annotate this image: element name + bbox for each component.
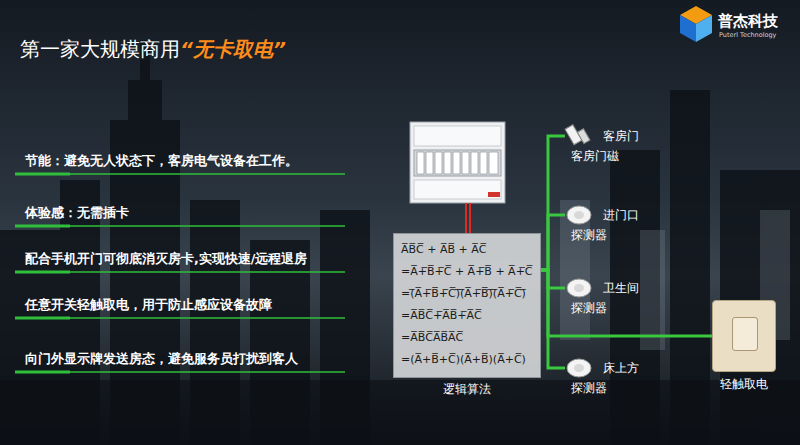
- distribution-box-part-part: [444, 152, 451, 174]
- switch-button: [732, 317, 758, 351]
- detector-icon: [567, 206, 591, 224]
- formula-line: =A̅+̅B̅+̅C̅ + A̅+̅B̅ + A̅+̅C̅: [401, 261, 533, 283]
- distribution-box-part-part: [426, 152, 433, 174]
- distribution-box-part: [414, 126, 501, 146]
- sensor-node: 进门口探测器: [565, 205, 639, 245]
- distribution-box-part-part: [417, 152, 424, 174]
- far-buildings: [560, 200, 790, 350]
- logo-cube-part: [696, 15, 712, 42]
- feature-underlines-part: [15, 271, 345, 273]
- box-caption: 逻辑算法: [394, 381, 540, 397]
- feature-underlines-part: [15, 225, 345, 227]
- sensor-location: 卫生间: [603, 278, 639, 298]
- door-magnet-icon: [565, 125, 590, 145]
- distribution-box-part-part: [453, 152, 460, 174]
- logo-cube-part: [680, 15, 696, 42]
- slide-title: 第一家大规模商用: [20, 36, 180, 62]
- logo-cube: [680, 6, 712, 42]
- feature-underlines-part: [15, 271, 70, 274]
- skyline: [0, 40, 800, 445]
- feature-underlines-part: [15, 317, 345, 319]
- formula-line: A̅B̅C̅ + A̅B̅ + A̅C̅: [401, 239, 486, 261]
- feature-underlines-part: [15, 371, 345, 373]
- green-connector: [541, 136, 565, 270]
- distribution-box-part: [417, 152, 498, 174]
- sensor-node: 客房门客房门磁: [565, 126, 639, 166]
- feature-underlines-part: [15, 173, 345, 175]
- logic-box: A̅B̅C̅ + A̅B̅ + A̅C̅=A̅+̅B̅+̅C̅ + A̅+̅B̅…: [393, 233, 541, 378]
- detector-icon-part: [574, 284, 584, 292]
- sensor-type: 客房门磁: [571, 146, 639, 166]
- green-connector: [541, 215, 565, 270]
- sensor-node: 卫生间探测器: [565, 278, 639, 318]
- distribution-box-part: [410, 122, 505, 203]
- sensor-type: 探测器: [571, 298, 639, 318]
- detector-icon: [567, 279, 591, 297]
- switch-label: 轻触取电: [720, 376, 768, 392]
- distribution-box-part-part: [480, 152, 487, 174]
- detector-icon-part: [567, 206, 591, 224]
- green-connector: [541, 270, 712, 336]
- formula-line: =A̅B̅C̅A̅B̅A̅C̅: [401, 327, 463, 349]
- feature-text: 向门外显示牌发送房态，避免服务员打扰到客人: [25, 351, 298, 367]
- far-buildings-part: [640, 230, 665, 350]
- sensor-type: 探测器: [571, 225, 639, 245]
- feature-text: 任意开关轻触取电，用于防止感应设备故障: [25, 297, 272, 313]
- sensor-type: 探测器: [571, 378, 639, 398]
- feature-text: 节能：避免无人状态下，客房电气设备在工作。: [25, 153, 298, 169]
- formula-line: =(̅A̅+̅B̅+̅C̅)̅(̅A̅+̅B̅)̅(̅A̅+̅C̅)̅: [401, 283, 526, 305]
- distribution-box-part: [414, 150, 501, 176]
- feature-underlines-part: [15, 317, 70, 320]
- ground-shade: [0, 380, 800, 445]
- detector-icon-part: [567, 359, 591, 377]
- distribution-box-part-part: [489, 152, 498, 174]
- green-connector: [541, 270, 565, 368]
- red-wire-part: [469, 203, 471, 233]
- distribution-box-part-part: [462, 152, 469, 174]
- sensor-location: 床上方: [603, 358, 639, 378]
- feature-underlines-part: [15, 225, 70, 228]
- touch-switch: 轻触取电: [712, 300, 776, 372]
- formula-line: =A̅B̅C̅+̅A̅B̅+̅A̅C̅: [401, 305, 482, 327]
- detector-icon-part: [574, 364, 584, 372]
- sensor-location: 进门口: [603, 205, 639, 225]
- detector-icon: [567, 359, 591, 377]
- distribution-box: [410, 122, 505, 203]
- red-wire: [466, 203, 470, 233]
- feature-text: 配合手机开门可彻底消灭房卡,实现快速/远程退房: [25, 251, 307, 267]
- feature-text: 体验感：无需插卡: [25, 205, 129, 221]
- red-wire-part: [465, 203, 467, 233]
- logo-subtext: Puterl Technology: [719, 31, 776, 39]
- distribution-box-part-part: [435, 152, 442, 174]
- feature-underlines-part: [15, 173, 70, 176]
- distribution-box-part: [488, 192, 500, 197]
- door-magnet-icon-part: [577, 129, 590, 144]
- logo-text: 普杰科技: [718, 12, 778, 30]
- distribution-box-part: [414, 180, 501, 199]
- sensor-location: 客房门: [603, 126, 639, 146]
- green-connector: [541, 270, 565, 288]
- sensor-node: 床上方探测器: [565, 358, 639, 398]
- detector-icon-part: [567, 279, 591, 297]
- feature-underlines: [15, 174, 345, 372]
- far-buildings-part: [560, 200, 590, 340]
- title-highlight: “无卡取电”: [180, 36, 286, 62]
- formula-line: =(A̅+B̅+C̅)(A̅+B̅)(A̅+C̅): [401, 349, 526, 371]
- distribution-box-part-part: [471, 152, 478, 174]
- feature-underlines-part: [15, 371, 70, 374]
- detector-icon-part: [574, 211, 584, 219]
